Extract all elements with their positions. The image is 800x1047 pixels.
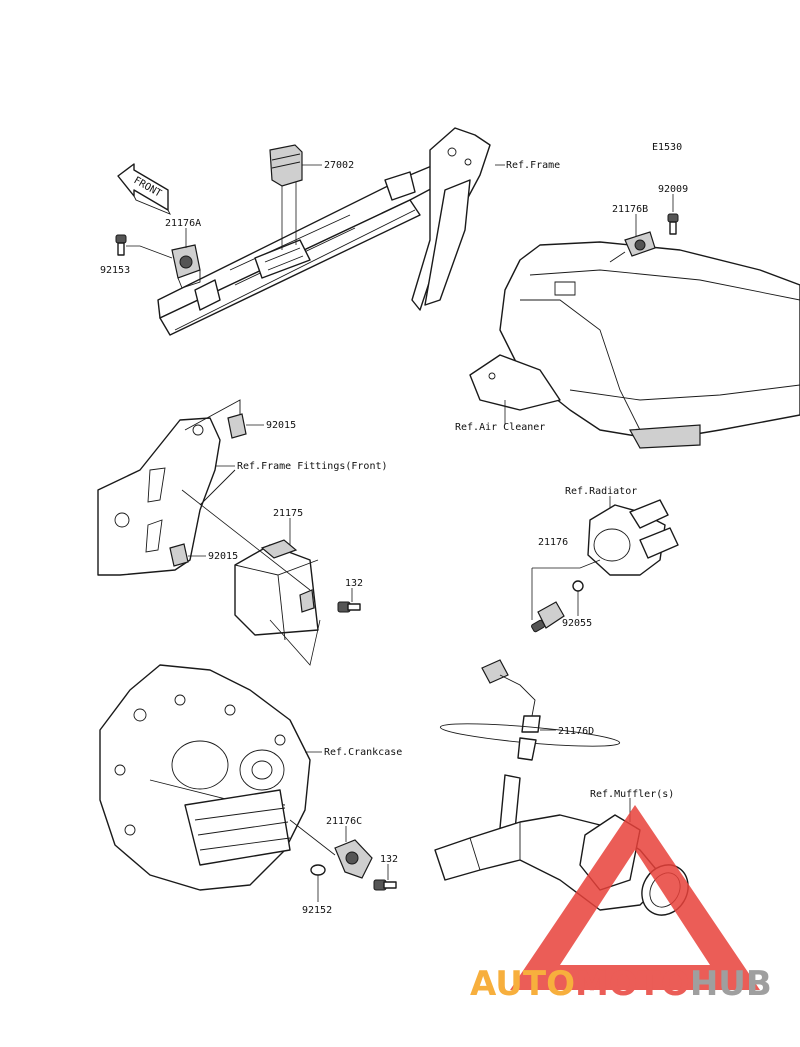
label-132-top: 132 bbox=[345, 578, 363, 589]
label-21176D: 21176D bbox=[558, 726, 594, 737]
part-27002-relay bbox=[254, 144, 311, 279]
label-92152: 92152 bbox=[302, 905, 332, 916]
part-92153-bolt bbox=[115, 234, 127, 256]
part-92009-screw bbox=[667, 213, 679, 235]
part-92015-clip-mid bbox=[169, 543, 189, 567]
label-92153: 92153 bbox=[100, 265, 130, 276]
part-21176B-sensor bbox=[609, 231, 656, 263]
watermark-part2: MOTO bbox=[575, 964, 690, 1004]
watermark-part1: AUTO bbox=[470, 964, 575, 1004]
diagram-code: E1530 bbox=[652, 142, 682, 153]
part-92015-clip-top bbox=[227, 413, 247, 439]
label-ref-frame: Ref.Frame bbox=[506, 160, 560, 171]
label-132-bottom: 132 bbox=[380, 854, 398, 865]
label-21176B: 21176B bbox=[612, 204, 648, 215]
label-27002: 27002 bbox=[324, 160, 354, 171]
part-132-bolt-top bbox=[337, 601, 361, 613]
label-92055: 92055 bbox=[562, 618, 592, 629]
label-92015-top: 92015 bbox=[266, 420, 296, 431]
label-ref-crankcase: Ref.Crankcase bbox=[324, 747, 402, 758]
part-21176C-sensor bbox=[334, 839, 373, 879]
part-92152-oring bbox=[310, 864, 326, 876]
part-21176-temp-sensor bbox=[531, 601, 565, 633]
label-21175: 21175 bbox=[273, 508, 303, 519]
front-arrow-icon: FRONT bbox=[117, 163, 171, 215]
part-21176D-o2-sensor bbox=[439, 659, 621, 761]
label-ref-radiator: Ref.Radiator bbox=[565, 486, 637, 497]
label-ref-air-cleaner: Ref.Air Cleaner bbox=[455, 422, 545, 433]
watermark-part3: HUB bbox=[690, 964, 772, 1004]
leader-21176 bbox=[532, 559, 601, 569]
label-21176: 21176 bbox=[538, 537, 568, 548]
part-21176A-sensor bbox=[171, 244, 201, 289]
watermark-logo: AUTOMOTOHUB bbox=[470, 805, 772, 1004]
part-132-bolt-bottom bbox=[373, 879, 397, 891]
label-ref-mufflers: Ref.Muffler(s) bbox=[590, 789, 674, 800]
watermark-text: AUTOMOTOHUB bbox=[470, 964, 772, 1004]
air-cleaner-assembly bbox=[469, 241, 800, 449]
leader-27002-pins bbox=[281, 182, 297, 250]
leader-92153 bbox=[126, 245, 173, 259]
part-21175-ecu bbox=[234, 539, 319, 641]
label-ref-frame-fittings: Ref.Frame Fittings(Front) bbox=[237, 461, 388, 472]
label-21176C: 21176C bbox=[326, 816, 362, 827]
leader-21176C-mount bbox=[289, 819, 336, 856]
label-92009: 92009 bbox=[658, 184, 688, 195]
radiator-housing bbox=[587, 499, 679, 576]
part-92055-washer bbox=[572, 580, 584, 592]
label-92015-mid: 92015 bbox=[208, 551, 238, 562]
crankcase-engine bbox=[99, 664, 311, 891]
watermark-triangle-icon bbox=[510, 805, 760, 990]
leader-21175-frame bbox=[181, 489, 321, 666]
frame-fittings-bracket bbox=[97, 399, 241, 576]
label-21176A: 21176A bbox=[165, 218, 201, 229]
